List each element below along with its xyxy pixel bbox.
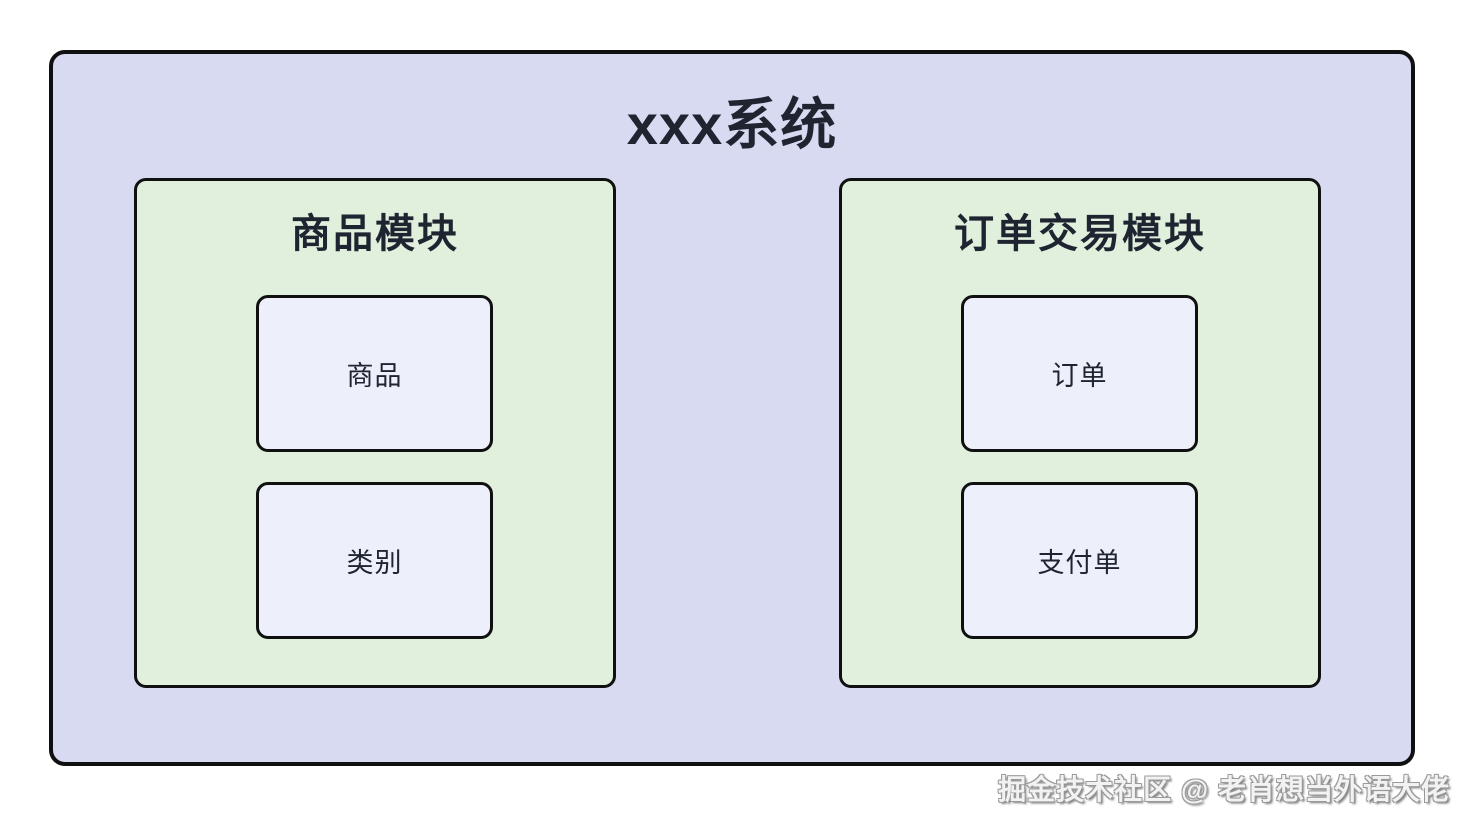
- module-order-trade: 订单交易模块 订单 支付单: [839, 178, 1321, 688]
- watermark: 掘金技术社区 @ 老肖想当外语大佬: [998, 774, 1450, 805]
- system-container: xxx系统 商品模块 商品 类别 订单交易模块 订单 支付单: [49, 50, 1415, 766]
- box-order-label: 订单: [1051, 361, 1108, 391]
- system-title: xxx系统: [626, 93, 838, 156]
- box-payment-label: 支付单: [1037, 548, 1122, 578]
- box-product: 商品: [256, 295, 493, 452]
- box-category: 类别: [256, 482, 493, 639]
- box-payment: 支付单: [961, 482, 1198, 639]
- box-order: 订单: [961, 295, 1198, 452]
- module-product: 商品模块 商品 类别: [134, 178, 616, 688]
- module-product-title: 商品模块: [291, 212, 459, 256]
- box-product-label: 商品: [346, 361, 403, 391]
- module-order-trade-title: 订单交易模块: [954, 212, 1206, 256]
- box-category-label: 类别: [346, 548, 403, 578]
